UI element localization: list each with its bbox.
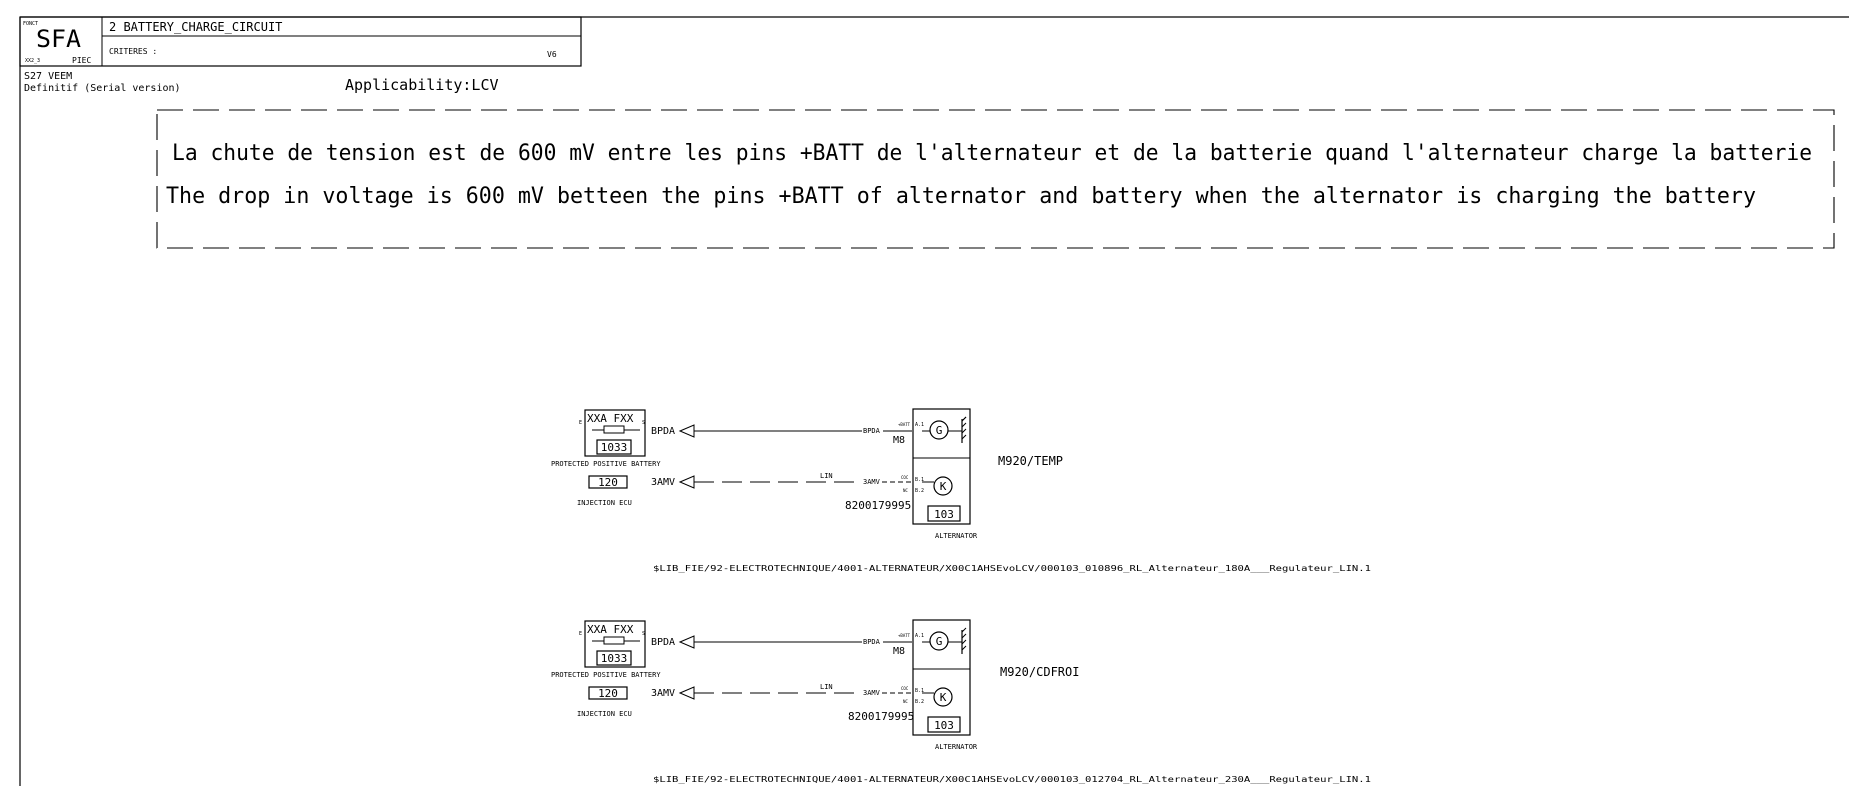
ecu-component-number: 120	[598, 476, 618, 489]
generator-icon	[929, 420, 949, 440]
part-number: 8200179995	[848, 710, 914, 723]
pin-b1: B.1	[915, 688, 924, 694]
generator-symbol: G	[936, 424, 943, 437]
alternator-component-number: 103	[934, 719, 954, 732]
regulator-symbol: K	[940, 691, 947, 704]
alternator-box	[912, 408, 971, 525]
variant-label: M920/TEMP	[998, 454, 1063, 468]
ecu-component-box	[588, 686, 628, 700]
fuse-label: PROTECTED POSITIVE BATTERY	[551, 460, 661, 468]
alternator-component-box	[927, 716, 961, 733]
document-status: Definitif (Serial version)	[24, 83, 181, 94]
wire-label-3amv-right: 3AMV	[863, 478, 881, 486]
logo-sub-right: PIEC	[72, 56, 91, 65]
logo-small-text: FONCT	[23, 21, 38, 27]
library-path: $LIB_FIE/92-ELECTROTECHNIQUE/4001-ALTERN…	[653, 564, 1371, 573]
pin-b1: B.1	[915, 477, 924, 483]
connector-m8: M8	[893, 435, 905, 446]
title-block: FONCT SFA XX2_3 PIEC 2 BATTERY_CHARGE_CI…	[19, 16, 582, 67]
connector-arrow-icon	[678, 475, 695, 489]
batt-pin-label: +BATT	[898, 633, 911, 638]
alternator-box	[912, 619, 971, 736]
regulator-symbol: K	[940, 480, 947, 493]
regulator-icon	[933, 687, 953, 707]
alternator-label: ALTERNATOR	[935, 743, 978, 751]
sfa-logo: SFA	[36, 25, 82, 53]
fuse-box-code: XXA FXX	[587, 412, 634, 425]
pin-b2: B.2	[915, 488, 924, 494]
logo-sub-left: XX2_3	[25, 58, 40, 64]
lin-label: LIN	[820, 472, 833, 480]
fuse-label: PROTECTED POSITIVE BATTERY	[551, 671, 661, 679]
criteres-value: V6	[547, 50, 557, 59]
fuse-box-code: XXA FXX	[587, 623, 634, 636]
fuse-component-box	[596, 439, 632, 455]
alternator-label: ALTERNATOR	[935, 532, 978, 540]
pin-a1: A.1	[915, 633, 924, 639]
generator-icon	[929, 631, 949, 651]
nc-pin-label: NC	[903, 488, 908, 493]
batt-pin-label: +BATT	[898, 422, 911, 427]
ecu-component-number: 120	[598, 687, 618, 700]
wire-label-bpda-left: BPDA	[651, 637, 675, 648]
circuit-alternator-230a: XXA FXX E S 1033 PROTECTED POSITIVE BATT…	[551, 619, 1371, 784]
fuse-component-box	[596, 650, 632, 666]
circuit-alternator-180a: XXA FXX E S 1033 PROTECTED POSITIVE BATT…	[551, 408, 1371, 573]
lin-pin-label: COC	[901, 475, 909, 480]
page-title: 2 BATTERY_CHARGE_CIRCUIT	[109, 20, 282, 34]
variant-label: M920/CDFROI	[1000, 665, 1079, 679]
alternator-component-box	[927, 505, 961, 522]
regulator-icon	[933, 476, 953, 496]
ground-hatch-icon	[961, 416, 967, 440]
note-text-english: The drop in voltage is 600 mV betteen th…	[166, 184, 1756, 209]
note-box	[156, 109, 1835, 249]
ground-hatch-icon	[961, 627, 967, 651]
fuse-pin-left: E	[579, 420, 582, 426]
wire-label-bpda-left: BPDA	[651, 426, 675, 437]
note-text-french: La chute de tension est de 600 mV entre …	[172, 141, 1812, 166]
fuse-pin-right: S	[642, 420, 645, 426]
wire-label-3amv-left: 3AMV	[651, 688, 675, 699]
alternator-component-number: 103	[934, 508, 954, 521]
fuse-symbol-icon	[603, 636, 625, 645]
connector-arrow-icon	[678, 424, 695, 438]
lin-pin-label: COC	[901, 686, 909, 691]
lin-label: LIN	[820, 683, 833, 691]
fuse-component-number: 1033	[601, 652, 628, 665]
ecu-label: INJECTION ECU	[577, 499, 632, 507]
pin-b2: B.2	[915, 699, 924, 705]
fuse-box	[584, 409, 646, 457]
fuse-pin-left: E	[579, 631, 582, 637]
fuse-component-number: 1033	[601, 441, 628, 454]
connector-m8: M8	[893, 646, 905, 657]
nc-pin-label: NC	[903, 699, 908, 704]
ecu-component-box	[588, 475, 628, 489]
connector-arrow-icon	[678, 686, 695, 700]
ecu-label: INJECTION ECU	[577, 710, 632, 718]
fuse-symbol-icon	[603, 425, 625, 434]
criteres-label: CRITERES :	[109, 47, 157, 56]
applicability-label: Applicability:LCV	[345, 76, 499, 94]
fuse-pin-right: S	[642, 631, 645, 637]
wire-label-3amv-left: 3AMV	[651, 477, 675, 488]
generator-symbol: G	[936, 635, 943, 648]
pin-a1: A.1	[915, 422, 924, 428]
title-block-frame	[19, 16, 582, 67]
part-number: 8200179995	[845, 499, 911, 512]
library-path: $LIB_FIE/92-ELECTROTECHNIQUE/4001-ALTERN…	[653, 775, 1371, 784]
wire-label-bpda-right: BPDA	[863, 427, 881, 435]
fuse-box	[584, 620, 646, 668]
wire-label-3amv-right: 3AMV	[863, 689, 881, 697]
project-name: S27 VEEM	[24, 71, 72, 82]
connector-arrow-icon	[678, 635, 695, 649]
wire-label-bpda-right: BPDA	[863, 638, 881, 646]
